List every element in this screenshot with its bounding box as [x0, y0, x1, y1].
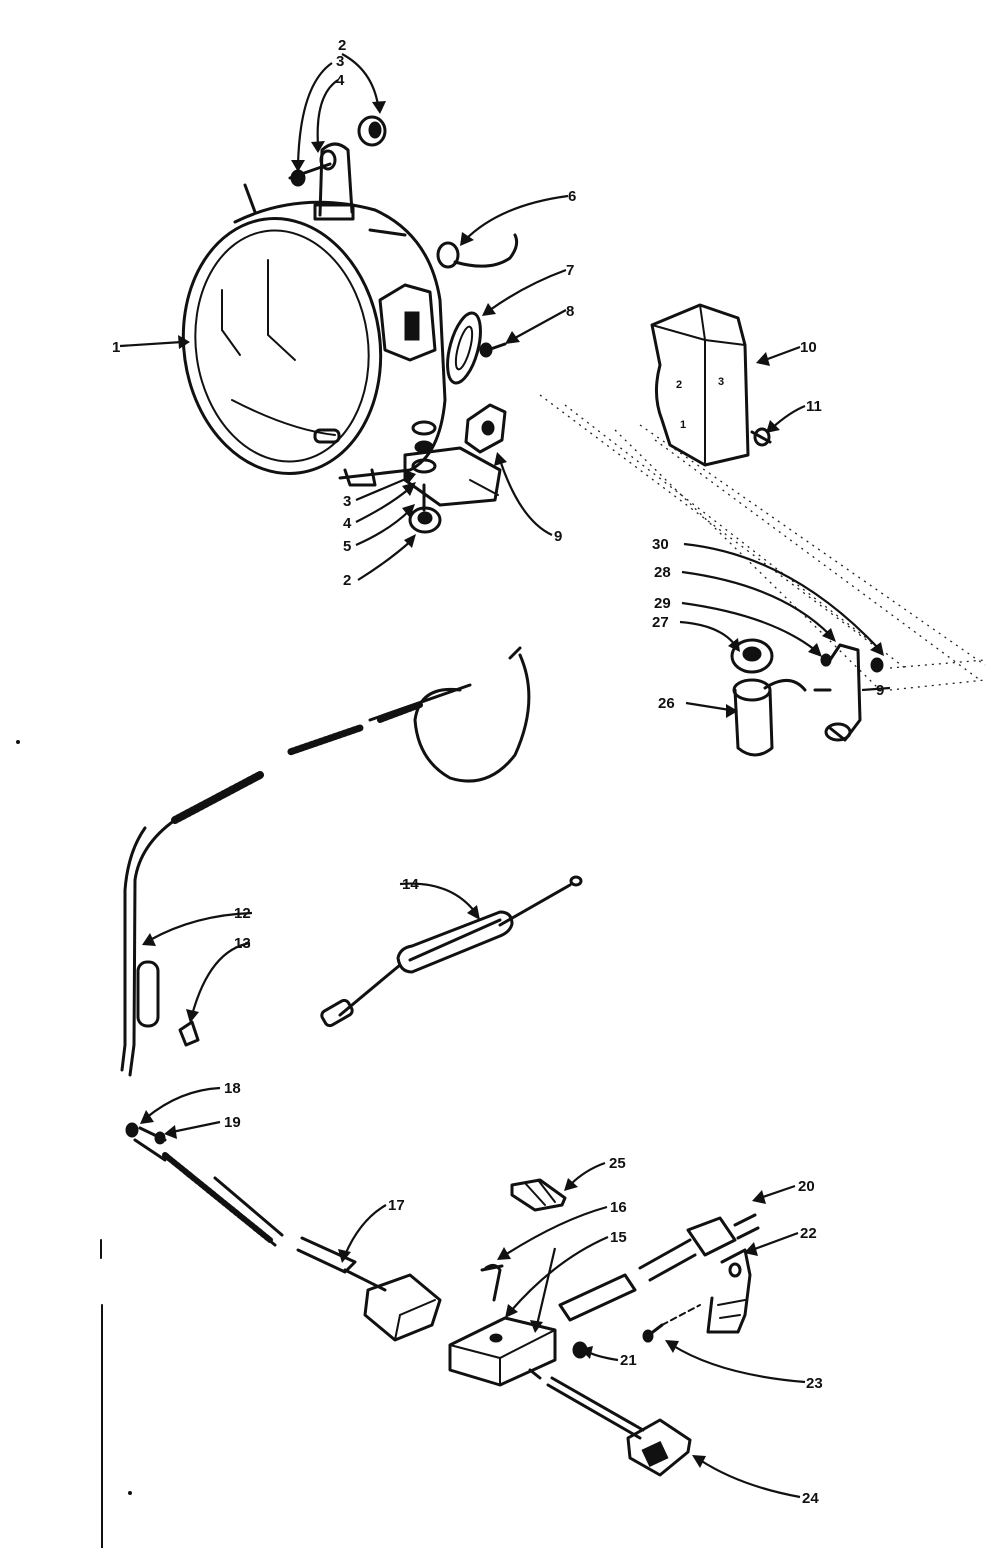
callout-13: 13	[234, 935, 251, 952]
callout-9: 9	[554, 528, 562, 545]
bolt-top	[288, 149, 337, 187]
callout-11: 11	[806, 398, 822, 415]
callout-18: 18	[224, 1080, 241, 1097]
grommet-bottom	[408, 506, 442, 534]
screw-8	[479, 342, 507, 358]
overload-protector	[436, 233, 519, 269]
callout-3: 3	[336, 53, 344, 70]
callout-2: 2	[338, 37, 346, 54]
callout-17: 17	[388, 1197, 405, 1214]
callout-5: 5	[343, 538, 351, 555]
callout-labels: 1 2 3 4 6 7 8 10 11 3 4 5 2 9 30 28 29 2…	[112, 37, 884, 1507]
screw-16	[480, 1263, 504, 1302]
terminal-block-9	[464, 403, 507, 454]
callout-2b: 2	[343, 572, 351, 589]
leader-lines	[119, 53, 891, 1499]
cord-20	[558, 1213, 760, 1322]
alignment-guides	[539, 394, 986, 691]
callout-16: 16	[610, 1199, 627, 1216]
relay-clip	[446, 311, 482, 385]
callout-12: 12	[234, 905, 251, 922]
callout-21: 21	[620, 1352, 637, 1369]
callout-26: 26	[658, 695, 675, 712]
junction-box-15	[448, 1316, 557, 1387]
callout-29: 29	[654, 595, 671, 612]
screw-23	[642, 1304, 701, 1343]
callout-10: 10	[800, 339, 817, 356]
svg-text:1: 1	[680, 419, 686, 431]
margin-marks	[16, 740, 132, 1548]
compressor-housing	[181, 142, 502, 507]
capacitor-cap-27	[730, 638, 774, 674]
callout-27: 27	[652, 614, 669, 631]
callout-3b: 3	[343, 493, 351, 510]
svg-text:2: 2	[676, 379, 682, 391]
callout-25: 25	[609, 1155, 626, 1172]
callout-22: 22	[800, 1225, 817, 1242]
capacitor-26	[732, 678, 807, 757]
terminal-cover: 2 3 1	[650, 303, 750, 467]
callout-7: 7	[566, 262, 574, 279]
bracket-22	[706, 1248, 752, 1334]
callout-8: 8	[566, 303, 574, 320]
callout-28: 28	[654, 564, 671, 581]
callout-20: 20	[798, 1178, 815, 1195]
callout-24: 24	[802, 1490, 819, 1507]
svg-text:3: 3	[718, 376, 724, 388]
connector-25	[510, 1178, 567, 1212]
capacitor-bracket	[813, 643, 884, 742]
callout-1: 1	[112, 339, 120, 356]
mount-stack-lower	[411, 420, 437, 512]
screw-11	[750, 427, 772, 447]
callout-30: 30	[652, 536, 669, 553]
connector-24	[546, 1376, 692, 1477]
callout-6: 6	[568, 188, 576, 205]
callout-4: 4	[336, 72, 345, 89]
callout-14: 14	[402, 876, 419, 893]
callout-4b: 4	[343, 515, 352, 532]
cord-17	[125, 1122, 442, 1342]
drier-14	[320, 875, 583, 1028]
condenser-tubing	[120, 646, 531, 1077]
grommet-top	[357, 115, 387, 147]
callout-23: 23	[806, 1375, 823, 1392]
clip-13	[178, 1020, 200, 1047]
callout-9b: 9	[876, 682, 884, 699]
callout-15: 15	[610, 1229, 627, 1246]
callout-19: 19	[224, 1114, 241, 1131]
